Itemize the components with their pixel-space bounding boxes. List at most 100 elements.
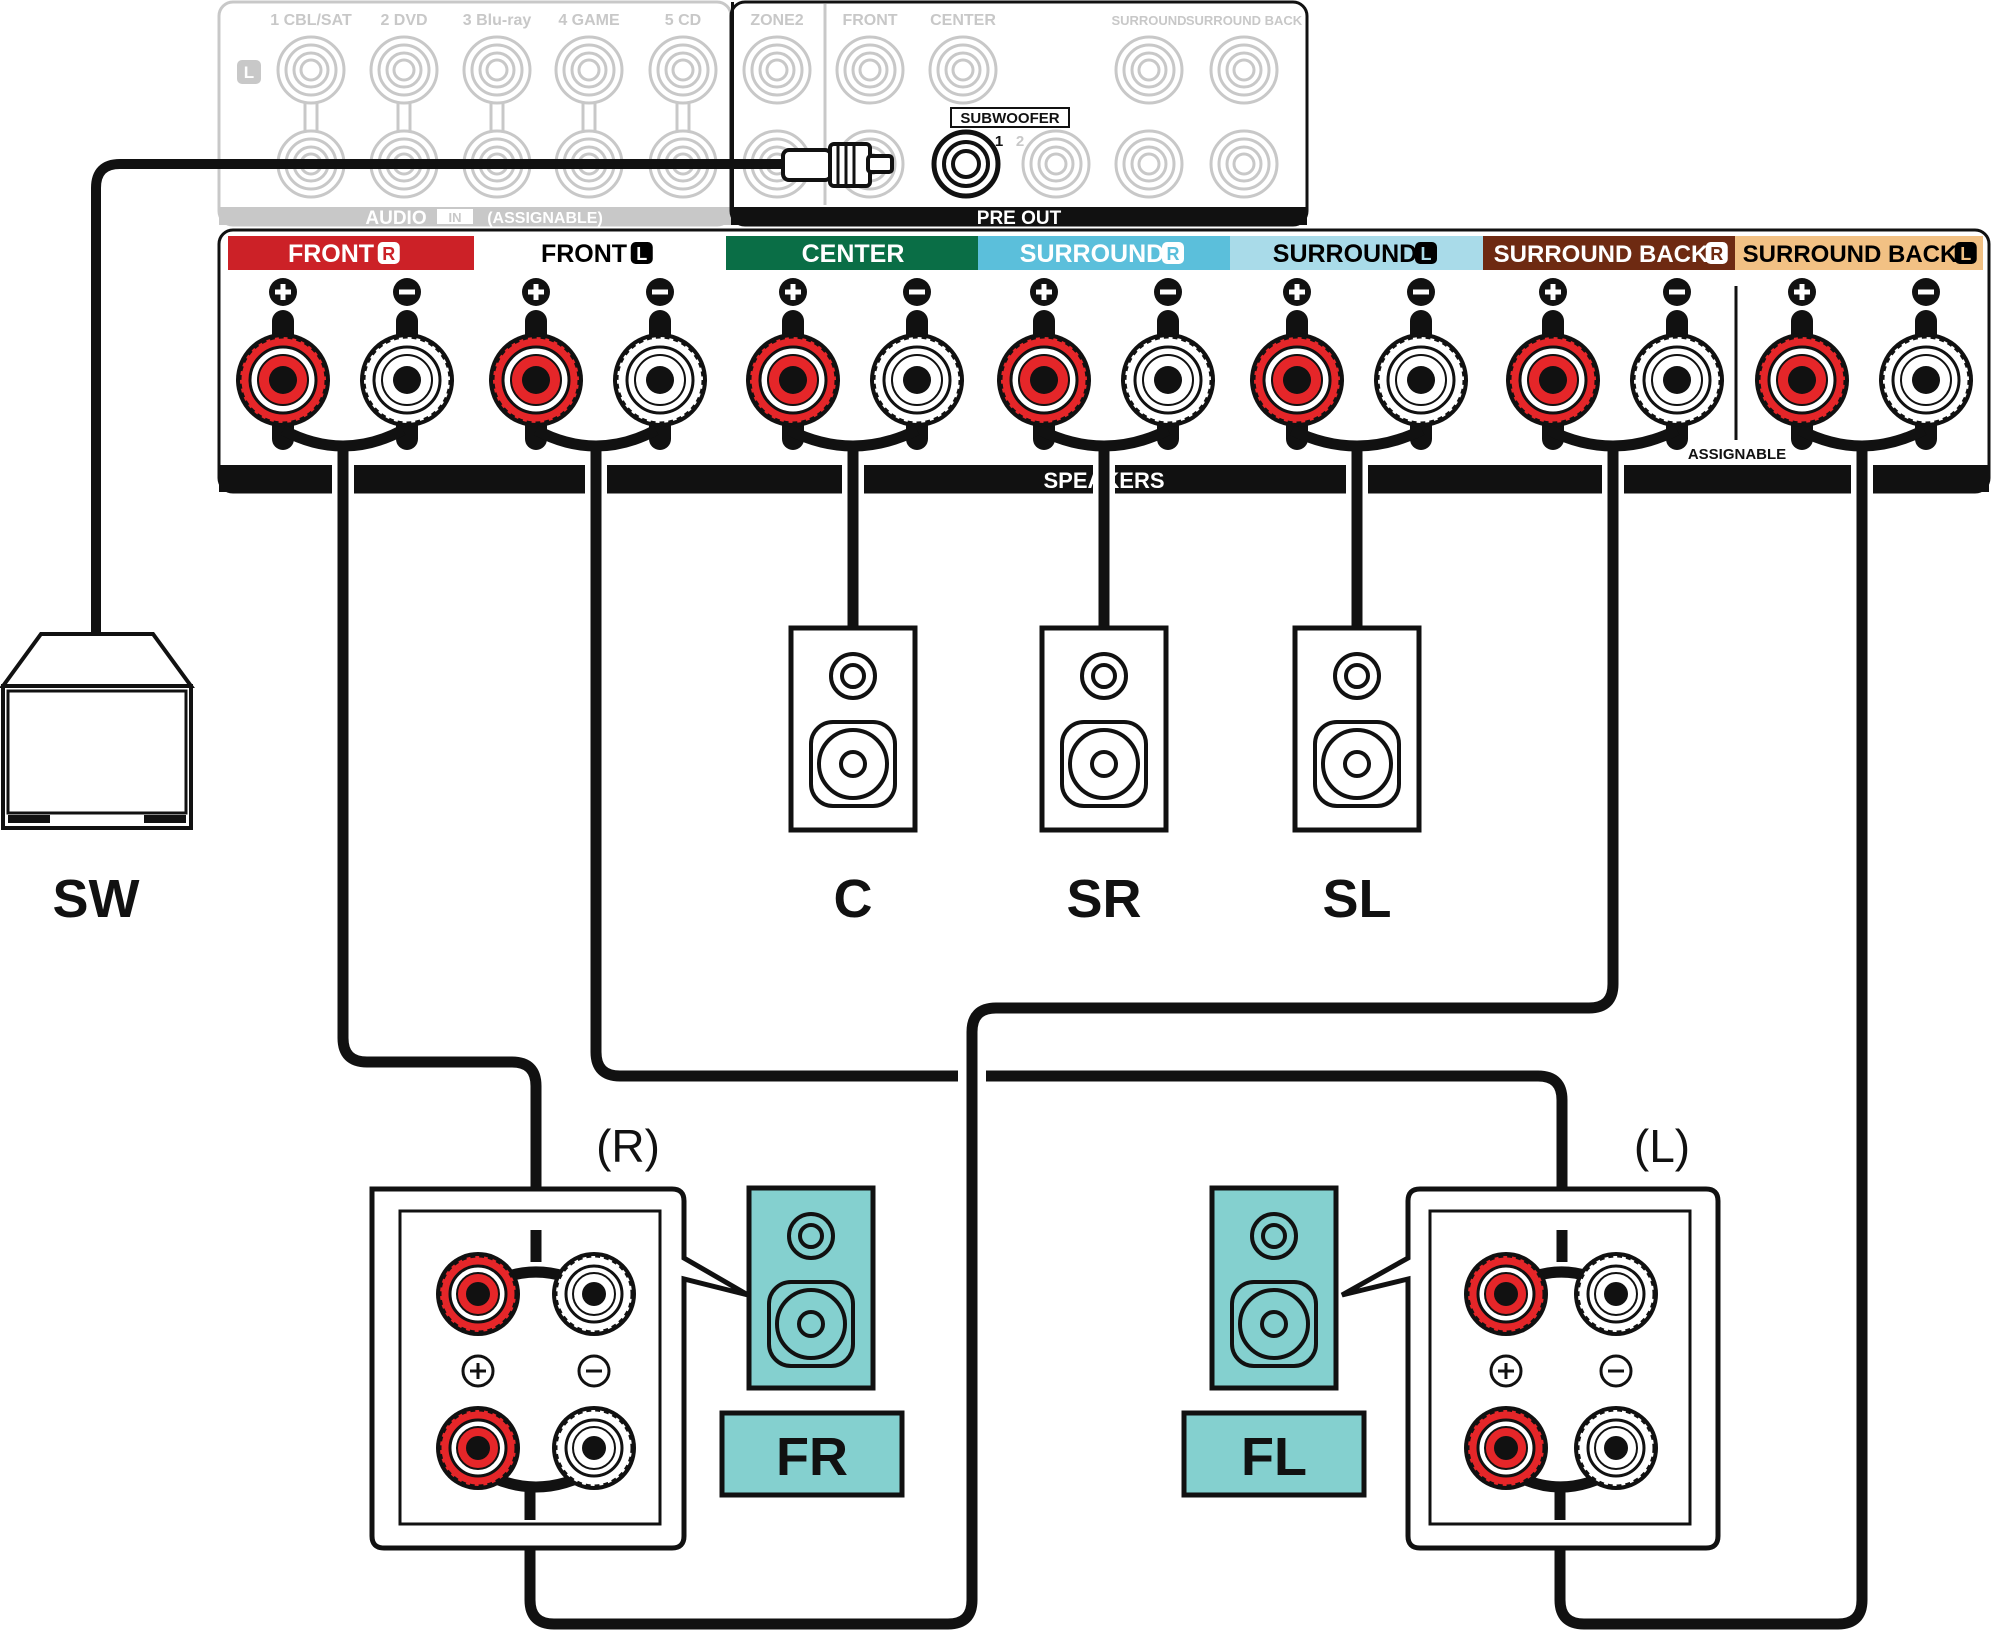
- sub-number-1: 1: [995, 133, 1003, 150]
- plus-sign-icon: [1788, 278, 1816, 306]
- label-c: C: [834, 869, 873, 929]
- channel-badge-text: R: [1167, 244, 1180, 264]
- fl-plus-upper-terminal: [1462, 1250, 1550, 1338]
- fr-label-box: [719, 1410, 905, 1498]
- fl-plus-sign: [1489, 1354, 1523, 1388]
- channel-header-bg: [228, 236, 474, 270]
- terminal-cable-ends: [524, 1230, 1568, 1520]
- audio-in-label: 5 CD: [665, 12, 701, 29]
- surround-left-speaker: [1295, 628, 1419, 830]
- pre-out-jack: [928, 35, 998, 105]
- channel-badge: [630, 242, 653, 264]
- minus-sign-icon: [1912, 278, 1940, 306]
- channel-badge: [1954, 242, 1977, 264]
- sub-number-2: 2: [1016, 133, 1024, 150]
- audio-in-label: 4 GAME: [558, 12, 620, 29]
- channel-badge-text: R: [1710, 244, 1723, 264]
- channel-l-badge-text: L: [244, 63, 254, 82]
- channel-badge-text: L: [1960, 244, 1971, 264]
- pre-out-jack: [1114, 35, 1184, 105]
- plus-sign-icon: [522, 278, 550, 306]
- channel-header-label: SURROUND: [1273, 240, 1417, 268]
- channel-badge: [1705, 242, 1728, 264]
- subwoofer: [0, 632, 195, 830]
- pre-out-jack: [1209, 35, 1279, 105]
- center-speaker: [791, 628, 915, 830]
- minus-sign-icon: [393, 278, 421, 306]
- subwoofer-2-jack: [1021, 129, 1091, 199]
- audio-in-jack: [554, 35, 624, 105]
- subwoofer-label: SUBWOOFER: [960, 110, 1059, 127]
- channel-badge-text: L: [636, 244, 647, 264]
- pre-out-column-label: SURROUND BACK: [1186, 13, 1303, 28]
- channel-header-bg: [1735, 236, 1983, 270]
- minus-sign-icon: [646, 278, 674, 306]
- channel-badge-text: R: [382, 244, 395, 264]
- label-sw: SW: [53, 869, 140, 929]
- audio-in-jack: [276, 35, 346, 105]
- plus-sign-icon: [1283, 278, 1311, 306]
- pre-out-column-label: FRONT: [842, 12, 897, 29]
- front-left-speaker: [1212, 1188, 1336, 1388]
- pre-out-jack: [742, 35, 812, 105]
- fr-minus-sign: [577, 1354, 611, 1388]
- fl-label-box: [1181, 1410, 1367, 1498]
- assignable-text: ASSIGNABLE: [1688, 446, 1786, 463]
- fl-plus-lower-terminal: [1462, 1404, 1550, 1492]
- front-right-terminal-box: [369, 1186, 750, 1551]
- cable-crossings: [958, 1060, 986, 1094]
- minus-sign-icon: [1407, 278, 1435, 306]
- audio-label: AUDIO: [365, 208, 426, 229]
- plus-sign-icon: [269, 278, 297, 306]
- fr-plus-lower-terminal: [434, 1404, 522, 1492]
- pre-out-column-label: SURROUND: [1111, 13, 1186, 28]
- channel-header-bg: [1483, 236, 1735, 270]
- channel-header-bg: [1230, 236, 1483, 270]
- fr-plus-sign: [461, 1354, 495, 1388]
- plus-sign-icon: [1539, 278, 1567, 306]
- channel-header-bg: [474, 236, 720, 270]
- channel-badge: [377, 242, 400, 264]
- minus-sign-icon: [1663, 278, 1691, 306]
- channel-header-bg: [978, 236, 1230, 270]
- audio-in-label: 2 DVD: [380, 12, 427, 29]
- channel-l-badge: [237, 60, 261, 84]
- plus-sign-icon: [1030, 278, 1058, 306]
- audio-in-label: 1 CBL/SAT: [270, 12, 352, 29]
- label-sr: SR: [1066, 869, 1141, 929]
- minus-sign-icon: [903, 278, 931, 306]
- channel-header-label: FRONT: [541, 240, 627, 268]
- label-left-side: (L): [1634, 1120, 1690, 1172]
- subwoofer-cable: [91, 142, 894, 634]
- pre-out-column-label: ZONE2: [750, 12, 803, 29]
- label-sl: SL: [1322, 869, 1391, 929]
- fl-minus-lower-terminal: [1572, 1404, 1660, 1492]
- cables: [280, 425, 1927, 1630]
- fr-minus-upper-terminal: [550, 1250, 638, 1338]
- in-badge: IN: [449, 210, 462, 225]
- channel-header-label: SURROUND BACK: [1743, 241, 1958, 268]
- channel-header-label: SURROUND BACK: [1494, 241, 1709, 268]
- pre-out-label: PRE OUT: [977, 208, 1062, 229]
- fr-minus-lower-terminal: [550, 1404, 638, 1492]
- fr-plus-upper-terminal: [434, 1250, 522, 1338]
- label-right-side: (R): [596, 1120, 660, 1172]
- channel-header-label: SURROUND: [1020, 240, 1164, 268]
- surround-right-speaker: [1042, 628, 1166, 830]
- pre-out-column-label: CENTER: [930, 12, 996, 29]
- channel-badge-text: L: [1421, 244, 1432, 264]
- label-fr: FR: [776, 1427, 848, 1487]
- fl-minus-upper-terminal: [1572, 1250, 1660, 1338]
- channel-header-label: FRONT: [288, 240, 374, 268]
- channel-badge: [1415, 242, 1437, 264]
- fl-minus-sign: [1599, 1354, 1633, 1388]
- pre-out-jack: [1114, 129, 1184, 199]
- channel-header-bg: [726, 236, 978, 270]
- audio-in-jack: [648, 35, 718, 105]
- subwoofer-jack: [931, 129, 1001, 199]
- audio-in-jack: [369, 35, 439, 105]
- front-right-speaker: [749, 1188, 873, 1388]
